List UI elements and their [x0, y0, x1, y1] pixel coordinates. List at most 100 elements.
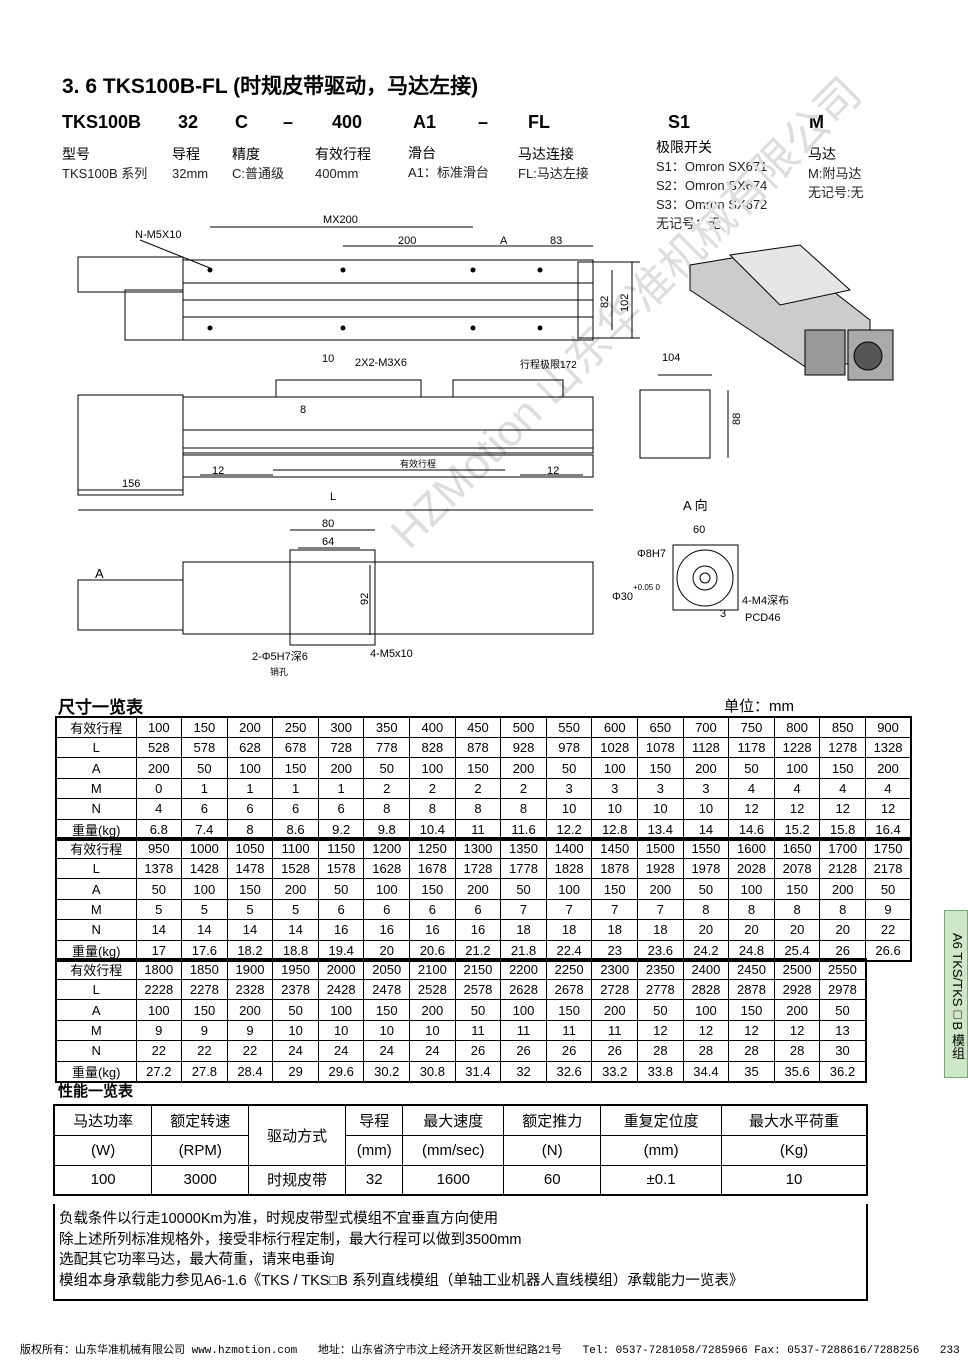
row-header: L [55, 736, 137, 759]
dim-12a: 12 [212, 465, 224, 477]
table-cell: 1700 [819, 837, 866, 859]
table-cell: 200 [226, 716, 274, 738]
table-cell: 1778 [500, 857, 547, 880]
table-cell: 20 [728, 919, 775, 941]
table-cell: 30.8 [409, 1060, 456, 1083]
table-cell: 1328 [865, 736, 912, 759]
table-cell: 1400 [545, 837, 593, 859]
desc: FL:马达左接 [518, 166, 589, 181]
table-cell: 15.8 [819, 818, 866, 841]
table-cell: 1600 [728, 837, 775, 859]
dim-102: 102 [619, 294, 631, 312]
table-cell: 1528 [272, 857, 319, 880]
table-cell: 22 [226, 1040, 274, 1062]
table-cell: 2000 [317, 958, 365, 980]
table-cell: 150 [226, 878, 274, 900]
table-cell: 10 [682, 798, 730, 820]
item: S2：Omron SX674 [656, 178, 768, 193]
table-cell: 1928 [637, 857, 684, 880]
page-title: 3. 6 TKS100B-FL (时规皮带驱动，马达左接) [62, 75, 479, 98]
perf-value: ±0.1 [600, 1164, 722, 1196]
section-side-tab[interactable]: A6 TKS/TKS□B 模组 [944, 910, 968, 1078]
table-cell: 12 [865, 798, 912, 820]
table-cell: 200 [591, 999, 639, 1021]
perf-value: 60 [503, 1164, 602, 1196]
a-view: A 向 60 Φ8H7 Φ30 +0.05 0 4-M4深布 3 PCD46 [612, 498, 789, 624]
table-cell: 17 [135, 939, 183, 962]
dim-92: 92 [359, 593, 371, 605]
table-cell: 1000 [181, 837, 228, 859]
table-cell: 50 [135, 878, 183, 900]
table-cell: 12 [728, 1019, 775, 1042]
table-cell: 5 [226, 898, 274, 921]
table-cell: 150 [181, 999, 228, 1021]
table-cell: 2 [409, 777, 456, 800]
label: 型号 [62, 146, 90, 162]
table-cell: 1 [226, 777, 274, 800]
table-cell: 20.6 [409, 939, 456, 962]
table-cell: 2628 [500, 978, 547, 1001]
table-cell: 14 [181, 919, 228, 941]
dim-l: L [330, 491, 336, 503]
table-cell: 28.4 [226, 1060, 274, 1083]
side-view: 10 2X2-M3X6 8 行程极限172 有效行程 12 12 156 L [77, 353, 594, 511]
table-cell: 6 [363, 898, 411, 921]
perf-header: 额定转速 [151, 1104, 250, 1136]
table-cell: 1978 [682, 857, 730, 880]
table-cell: 800 [773, 716, 821, 738]
table-cell: 100 [363, 878, 411, 900]
table-cell: 528 [135, 736, 183, 759]
table-cell: 20 [819, 919, 866, 941]
dim-10: 10 [322, 353, 334, 365]
table-cell: 35 [728, 1060, 775, 1083]
bottom-view: 80 64 92 A 2-Φ5H7深6 销孔 4-M5x10 [77, 518, 594, 677]
row-header: N [55, 1040, 137, 1062]
table-cell: 8 [728, 898, 775, 921]
desc: TKS100B 系列 [62, 166, 148, 181]
table-cell: 2478 [363, 978, 411, 1001]
table-cell: 22 [865, 919, 912, 941]
table-cell: 4 [135, 798, 183, 820]
table-cell: 2428 [317, 978, 365, 1001]
table-cell: 150 [545, 999, 593, 1021]
table-cell: 2350 [637, 958, 684, 980]
table-cell: 250 [272, 716, 319, 738]
row-header: A [55, 999, 137, 1021]
table-cell: 1550 [682, 837, 730, 859]
table-cell: 12 [682, 1019, 730, 1042]
table-cell: 24.2 [682, 939, 730, 962]
perf-table-title: 性能一览表 [58, 1083, 134, 1100]
row-header: M [55, 1019, 137, 1042]
table-cell: 8 [500, 798, 547, 820]
table-cell: 50 [865, 878, 912, 900]
table-cell: 25.4 [773, 939, 821, 962]
item: S1：Omron SX671 [656, 159, 768, 174]
table-cell: 50 [637, 999, 684, 1021]
table-cell: 1300 [454, 837, 502, 859]
perf-value: 10 [720, 1164, 868, 1196]
table-cell: 11 [454, 1019, 502, 1042]
table-cell: 30 [819, 1040, 866, 1062]
table-cell: 26 [500, 1040, 547, 1062]
table-cell: 100 [591, 757, 639, 779]
table-cell: 1050 [226, 837, 274, 859]
table-cell: 12 [773, 1019, 821, 1042]
perf-header: 驱动方式 [248, 1104, 347, 1166]
table-cell: 7 [637, 898, 684, 921]
table-cell: 8 [682, 898, 730, 921]
table-cell: 2400 [682, 958, 730, 980]
table-cell: 828 [409, 736, 456, 759]
table-cell: 200 [637, 878, 684, 900]
table-cell: 8 [454, 798, 502, 820]
dim-82: 82 [599, 296, 611, 308]
table-cell: 1228 [773, 736, 821, 759]
table-cell: 200 [773, 999, 821, 1021]
table-cell: 8 [409, 798, 456, 820]
dim-8: 8 [300, 404, 306, 416]
